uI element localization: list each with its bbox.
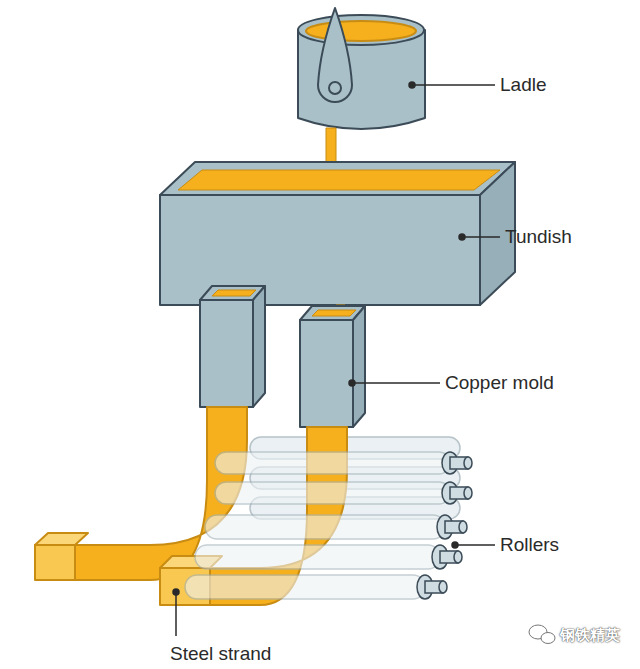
mold-steel bbox=[212, 290, 256, 296]
copper-mold bbox=[300, 320, 353, 427]
roller-group bbox=[185, 452, 450, 599]
part-label: Tundish bbox=[505, 227, 572, 248]
ladle-pivot bbox=[329, 82, 341, 94]
part-label: Copper mold bbox=[445, 373, 554, 394]
tundish-top bbox=[160, 162, 515, 195]
strand-top bbox=[35, 533, 88, 545]
leader-lines bbox=[173, 82, 500, 636]
part-label: Ladle bbox=[500, 75, 547, 96]
mold-steel bbox=[312, 310, 356, 316]
strand-end bbox=[35, 545, 75, 580]
ladle-trunnion bbox=[318, 8, 352, 102]
mold-side bbox=[353, 306, 365, 427]
part-label: Rollers bbox=[500, 535, 559, 556]
ladle-steel bbox=[306, 21, 416, 41]
copper-mold bbox=[200, 300, 253, 407]
mold-side bbox=[253, 286, 265, 407]
tundish-front bbox=[160, 195, 480, 305]
wechat-icon bbox=[529, 625, 555, 644]
watermark: 钢铁精英 bbox=[560, 627, 620, 644]
part-label: Steel strand bbox=[170, 644, 271, 665]
roller-group bbox=[250, 437, 460, 519]
tundish-steel bbox=[178, 170, 500, 190]
ladle-rim bbox=[298, 15, 424, 45]
roller-ends bbox=[417, 452, 472, 599]
